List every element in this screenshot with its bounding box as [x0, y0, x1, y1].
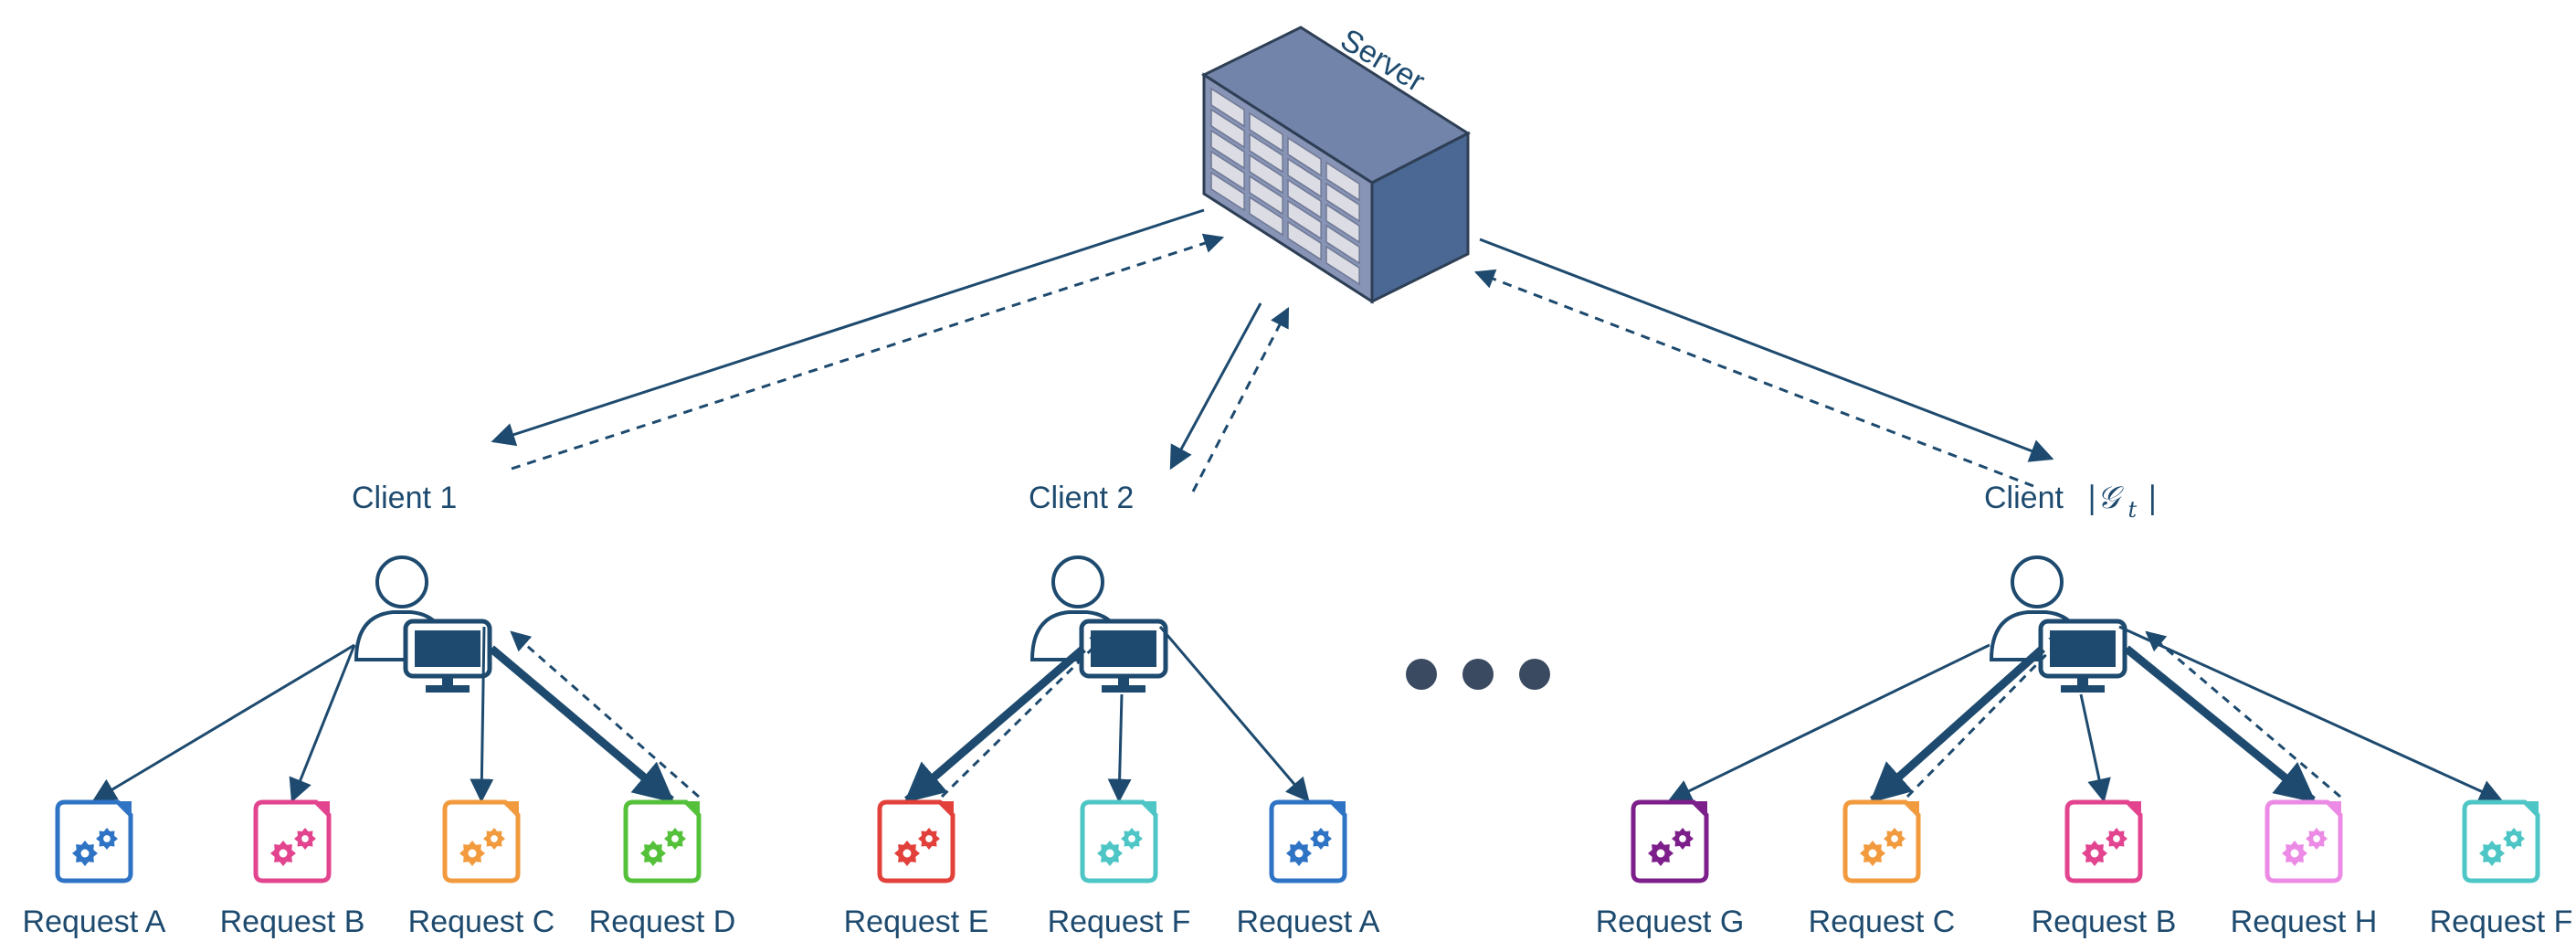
response-arrow-dashed: [510, 630, 700, 799]
user-computer-icon: [354, 555, 492, 693]
document-gears-icon: [442, 799, 521, 883]
server-grid-cell: [1249, 111, 1283, 153]
client-1-to-server-arrow: [511, 233, 1225, 471]
client-1-label: Client 1: [352, 481, 457, 515]
request-arrow-bold: [489, 645, 675, 804]
document-gears-icon: [2064, 799, 2143, 883]
request-label: Request B: [220, 904, 365, 939]
server-grid-cell: [1210, 87, 1245, 128]
server-grid-cell: [1249, 153, 1283, 195]
client-3-to-server-arrow: [1473, 269, 2034, 488]
document-gears-icon: [55, 799, 133, 883]
request-arrow: [2118, 625, 2504, 803]
document-gears-icon: [1842, 799, 1921, 883]
request-label: Request E: [844, 904, 989, 939]
server-grid-cell: [1249, 196, 1283, 237]
server-grid-cell: [1287, 136, 1322, 177]
document-gears-icon: [2265, 799, 2343, 883]
response-arrow-dashed: [1906, 630, 2070, 799]
request-label: Request C: [408, 904, 555, 939]
client-3: [1667, 555, 2504, 804]
server-grid-cell: [1287, 157, 1322, 198]
ellipsis-dot: [1519, 659, 1550, 690]
server-to-client-2-arrow: [1169, 302, 1262, 471]
request-label: Request D: [589, 904, 736, 939]
request-arrow: [91, 643, 355, 802]
request-arrow-bold: [2124, 645, 2317, 804]
server-grid-cell: [1287, 220, 1322, 261]
document-gears-icon: [1269, 799, 1347, 883]
ellipsis-dot: [1406, 659, 1437, 690]
client-1: [91, 555, 700, 804]
server-grid-cell: [1287, 199, 1322, 240]
server-to-client-3-arrow: [1479, 238, 2054, 462]
request-arrow: [1667, 643, 1990, 802]
client-3-label-text: Client: [1984, 481, 2064, 515]
ellipsis: [1406, 659, 1550, 690]
document-gears-icon: [623, 799, 702, 883]
document-gears-icon: [1631, 799, 1709, 883]
request-label: Request F: [2430, 904, 2573, 939]
client-3-label-sub: t: [2128, 497, 2138, 523]
clients-layer: [91, 555, 2504, 804]
client-3-label: Client |𝒢 t |: [1984, 480, 2158, 524]
client-2-label: Client 2: [1029, 481, 1134, 515]
server-grid-cell: [1249, 132, 1283, 174]
request-arrow-bold: [903, 645, 1086, 804]
ellipsis-dot: [1462, 659, 1494, 690]
request-label: Request H: [2231, 904, 2378, 939]
document-gears-icon: [877, 799, 955, 883]
server-grid-cell: [1210, 150, 1245, 191]
requests-layer: Request A Request B Request C Request D Requ…: [23, 799, 2573, 939]
server-grid-cell: [1210, 171, 1245, 212]
server-grid-cell: [1210, 129, 1245, 170]
server-grid-cell: [1325, 203, 1360, 244]
server-grid-cell: [1249, 175, 1283, 216]
request-arrow: [289, 644, 356, 803]
server-client-links: [491, 208, 2054, 492]
request-arrow-bold: [1869, 645, 2045, 804]
server-grid-cell: [1287, 178, 1322, 219]
response-arrow-dashed: [2145, 630, 2341, 799]
request-label: Request A: [23, 904, 166, 939]
request-arrow: [2079, 693, 2111, 803]
client-2: [903, 555, 1310, 804]
server-grid-cell: [1210, 108, 1245, 149]
request-label: Request F: [1048, 904, 1191, 939]
client-3-label-close: |: [2148, 480, 2158, 516]
document-gears-icon: [1080, 799, 1158, 883]
server-grid-cell: [1325, 224, 1360, 265]
server-grid-cell: [1325, 161, 1360, 202]
request-arrow: [1107, 693, 1132, 803]
server-rack-icon: [1200, 26, 1472, 304]
document-gears-icon: [2462, 799, 2540, 883]
request-label: Request A: [1237, 904, 1380, 939]
request-label: Request C: [1809, 904, 1956, 939]
server-grid-cell: [1325, 245, 1360, 286]
server-to-client-1-arrow: [491, 208, 1205, 447]
request-arrow: [1158, 626, 1310, 802]
request-label: Request G: [1596, 904, 1745, 939]
client-2-to-server-arrow: [1191, 307, 1290, 492]
response-arrow-dashed: [940, 630, 1111, 799]
document-gears-icon: [253, 799, 332, 883]
request-arrow: [470, 626, 494, 803]
client-3-label-math: |𝒢: [2086, 480, 2123, 516]
server-grid-cell: [1325, 182, 1360, 223]
request-label: Request B: [2032, 904, 2177, 939]
